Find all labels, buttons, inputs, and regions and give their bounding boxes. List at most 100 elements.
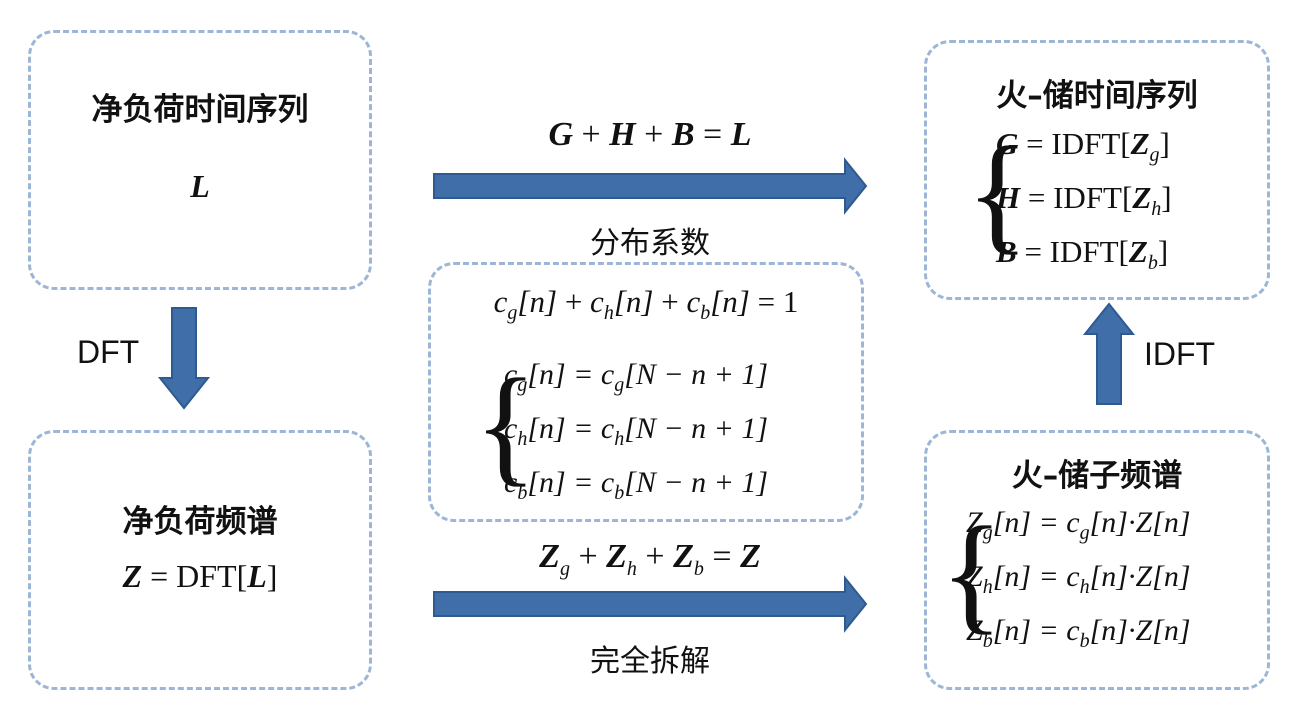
- row-h-end: [N − n + 1]: [624, 412, 769, 445]
- sp-g-sub: g: [982, 522, 993, 544]
- beq-z3: Z: [673, 538, 694, 575]
- eq-l: L: [730, 116, 752, 153]
- storage-spec-row-b: Zb[n] = cb[n]·Z[n]: [966, 614, 1191, 654]
- ts-b-z: Z: [1128, 234, 1148, 269]
- beq-g: g: [559, 557, 570, 580]
- eq-b: B: [671, 116, 695, 153]
- sum-t3: [n]: [710, 284, 750, 319]
- sp-b-sub2: b: [1079, 630, 1090, 652]
- storage-timeseries-box: [924, 40, 1270, 300]
- ts-g-z: Z: [1130, 126, 1150, 161]
- ts-h-sub: h: [1151, 198, 1162, 221]
- sp-h-end: [n]·Z[n]: [1089, 560, 1191, 593]
- netload-timeseries-title: 净负荷时间序列: [91, 92, 309, 128]
- arrow-top-right: [433, 157, 868, 215]
- eq-h: H: [609, 116, 636, 153]
- formula-dft: DFT: [176, 558, 237, 594]
- sum-c2: c: [590, 284, 604, 319]
- beq-z2: Z: [606, 538, 627, 575]
- sp-g-mid: [n] =: [992, 506, 1067, 539]
- ts-h-rb: ]: [1161, 180, 1172, 215]
- row-g-mid: [n] =: [527, 358, 601, 391]
- coef-brace: {: [474, 351, 538, 498]
- netload-timeseries-box: [28, 30, 372, 290]
- arrow-idft-up: [1082, 302, 1136, 405]
- formula-lb: [: [236, 558, 248, 594]
- sp-h-sub2: h: [1079, 576, 1090, 598]
- beq-zr: Z: [740, 538, 761, 575]
- sp-g-end: [n]·Z[n]: [1089, 506, 1191, 539]
- eq-plus2: +: [635, 116, 672, 153]
- sp-g-c: c: [1066, 506, 1080, 539]
- ts-h-z: Z: [1132, 180, 1152, 215]
- row-h-c2: c: [600, 412, 615, 445]
- row-g-c2: c: [600, 358, 615, 391]
- row-g-sub2: g: [614, 374, 625, 396]
- coef-sum-equation: cg[n] + ch[n] + cb[n] = 1: [428, 284, 864, 326]
- row-h-c: c: [504, 412, 518, 445]
- beq-eq: =: [703, 538, 741, 575]
- sum-c1: c: [493, 284, 508, 319]
- top-arrow-equation: G + H + B = L: [434, 116, 866, 154]
- ts-g-eq: = IDFT[: [1018, 126, 1131, 161]
- ts-b-eq: = IDFT[: [1016, 234, 1129, 269]
- formula-z: Z: [122, 558, 143, 594]
- coef-row-h: ch[n] = ch[N − n + 1]: [504, 412, 768, 452]
- ts-g-sub: g: [1149, 144, 1160, 167]
- coef-caption: 分布系数: [590, 226, 710, 261]
- sum-t2: [n]: [613, 284, 654, 319]
- sp-h-z: Z: [966, 560, 983, 593]
- sum-p1: +: [557, 284, 591, 319]
- beq-h: h: [626, 557, 637, 580]
- ts-b-rb: ]: [1157, 234, 1169, 269]
- storage-spec-row-g: Zg[n] = cg[n]·Z[n]: [966, 506, 1191, 546]
- formula-rb: ]: [266, 558, 278, 594]
- sp-b-z: Z: [966, 614, 983, 647]
- beq-plus2: +: [636, 538, 674, 575]
- sp-b-mid: [n] =: [992, 614, 1067, 647]
- row-b-c: c: [504, 466, 518, 499]
- row-b-sub2: b: [614, 482, 625, 504]
- row-g-end: [N − n + 1]: [624, 358, 769, 391]
- decomposition-caption: 完全拆解: [590, 644, 710, 679]
- sp-g-z: Z: [966, 506, 983, 539]
- row-h-mid: [n] =: [527, 412, 601, 445]
- row-b-sub: b: [517, 482, 528, 504]
- storage-ts-row-g: G = IDFT[Zg]: [996, 126, 1170, 168]
- sp-g-sub2: g: [1079, 522, 1090, 544]
- sum-eq: = 1: [749, 284, 799, 319]
- ts-g-rb: ]: [1159, 126, 1170, 161]
- coef-row-b: cb[n] = cb[N − n + 1]: [504, 466, 768, 506]
- sp-h-c: c: [1066, 560, 1080, 593]
- sp-b-c: c: [1066, 614, 1080, 647]
- idft-label: IDFT: [1144, 336, 1216, 372]
- row-b-c2: c: [600, 466, 615, 499]
- arrow-bottom-right: [433, 575, 868, 633]
- bottom-arrow-equation: Zg + Zh + Zb = Z: [434, 538, 866, 583]
- storage-spec-row-h: Zh[n] = ch[n]·Z[n]: [966, 560, 1191, 600]
- row-b-mid: [n] =: [527, 466, 601, 499]
- storage-ts-row-h: H = IDFT[Zh]: [996, 180, 1172, 222]
- row-g-sub: g: [517, 374, 528, 396]
- storage-spec-brace: {: [940, 499, 1004, 646]
- storage-spectrum-title: 火–储子频谱: [1011, 458, 1183, 494]
- storage-spectrum-box: [924, 430, 1270, 690]
- ts-h-eq: = IDFT[: [1020, 180, 1133, 215]
- netload-symbol: L: [190, 168, 210, 204]
- row-h-sub: h: [517, 428, 528, 450]
- coef-row-g: cg[n] = cg[N − n + 1]: [504, 358, 768, 398]
- dft-label: DFT: [77, 334, 140, 370]
- eq-equals: =: [694, 116, 731, 153]
- beq-z1: Z: [539, 538, 560, 575]
- eq-plus1: +: [573, 116, 610, 153]
- row-g-c: c: [504, 358, 518, 391]
- netload-spectrum-formula: Z = DFT[L]: [28, 558, 372, 595]
- storage-ts-brace: {: [966, 119, 1030, 266]
- sp-h-mid: [n] =: [992, 560, 1067, 593]
- netload-spectrum-title: 净负荷频谱: [122, 504, 278, 540]
- formula-eq: =: [142, 558, 177, 594]
- sum-s2: h: [603, 302, 614, 325]
- storage-timeseries-title: 火–储时间序列: [996, 78, 1198, 114]
- coef-box: [428, 262, 864, 522]
